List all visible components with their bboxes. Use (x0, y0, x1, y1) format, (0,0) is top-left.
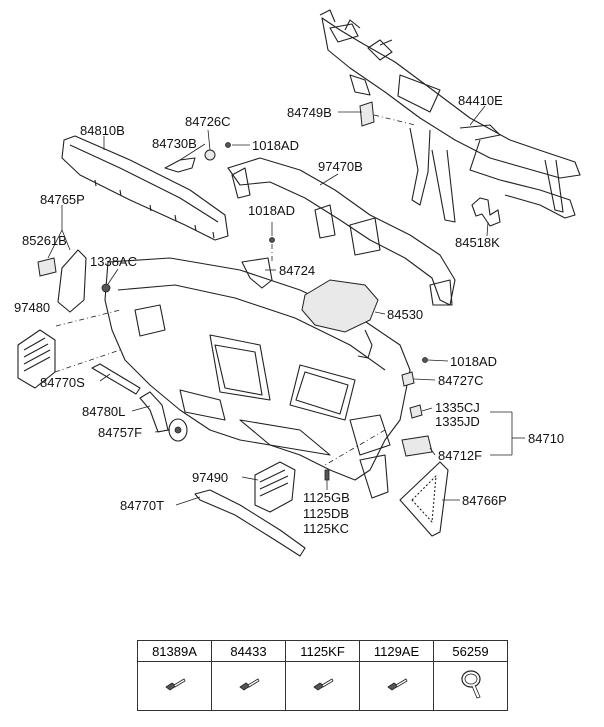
bracket-84518k-part (471, 197, 501, 227)
clip-84726c-part (204, 149, 216, 161)
clip-84730b-part (164, 157, 196, 173)
bracket-84724-part (241, 257, 273, 289)
callout-84726c: 84726C (185, 114, 231, 129)
cowl-crossbar-part (319, 9, 581, 223)
leader-lines (47, 105, 525, 506)
callout-84710: 84710 (528, 431, 564, 446)
legend-icon-cell (433, 661, 508, 711)
callout-84780l: 84780L (82, 404, 125, 419)
callout-97470b: 97470B (318, 159, 363, 174)
screw-1018ad-lower (422, 357, 428, 363)
callout-1125db: 1125DB (303, 506, 349, 521)
cover-84712f-part (401, 435, 433, 457)
callout-84730b: 84730B (152, 136, 197, 151)
callout-84712f: 84712F (438, 448, 482, 463)
legend-icon-cell (137, 661, 212, 711)
callout-84410e: 84410E (458, 93, 503, 108)
airbag-84530-part (301, 279, 379, 359)
callout-84518k: 84518K (455, 235, 500, 250)
legend-code-cell: 84433 (211, 640, 286, 662)
bolt-flange-icon (238, 677, 260, 690)
legend-code-cell: 1129AE (359, 640, 434, 662)
callout-84727c: 84727C (438, 373, 484, 388)
callout-1125kc: 1125KC (303, 521, 349, 536)
plate-85261b-part (37, 257, 57, 277)
clip-1335cj-part (409, 404, 423, 419)
callout-84810b: 84810B (80, 123, 125, 138)
callout-85261b: 85261B (22, 233, 67, 248)
callout-84757f: 84757F (98, 425, 142, 440)
callout-1125gb: 1125GB (303, 490, 350, 505)
callout-1018ad-middle: 1018AD (248, 203, 295, 218)
callout-84770s: 84770S (40, 375, 85, 390)
legend-code-cell: 81389A (137, 640, 212, 662)
callout-84765p: 84765P (40, 192, 85, 207)
fastener-legend-table: 81389A 84433 1125KF 1129AE 56259 (137, 640, 508, 711)
garnish-84770t-part (194, 489, 306, 557)
callout-1018ad-lower: 1018AD (450, 354, 497, 369)
legend-icon-cell (211, 661, 286, 711)
callout-1018ad-upper: 1018AD (252, 138, 299, 153)
callout-84766p: 84766P (462, 493, 507, 508)
legend-code-cell: 56259 (433, 640, 508, 662)
center-vent-97490-part (254, 461, 296, 513)
legend-icon-cell (285, 661, 360, 711)
panel-84780l-part (139, 391, 169, 433)
callout-1335jd: 1335JD (435, 414, 480, 429)
callout-84749b: 84749B (287, 105, 332, 120)
callout-84770t: 84770T (120, 498, 164, 513)
crash-pad-upper-part (61, 135, 229, 241)
legend-icon-row (137, 661, 508, 711)
nut-1338ac-part (101, 283, 111, 293)
callout-1338ac: 1338AC (90, 254, 137, 269)
legend-icon-cell (359, 661, 434, 711)
legend-header-row: 81389A 84433 1125KF 1129AE 56259 (137, 640, 508, 662)
side-cover-84766p-part (399, 461, 449, 537)
callout-97490: 97490 (192, 470, 228, 485)
legend-code-cell: 1125KF (285, 640, 360, 662)
callout-1335cj: 1335CJ (435, 400, 480, 415)
callout-84724: 84724 (279, 263, 315, 278)
screw-1018ad-upper (225, 142, 231, 148)
bolt-flange-icon (312, 677, 334, 690)
bolt-flange-icon (386, 677, 408, 690)
screw-1125gb-part (324, 469, 330, 481)
screw-1018ad-middle (269, 237, 275, 243)
cable-tie-icon (460, 669, 481, 698)
callout-84530: 84530 (387, 307, 423, 322)
switch-84757f-part (168, 418, 188, 442)
callout-labels: 84410E 84749B 84810B 84726C 84730B 1018A… (14, 93, 564, 536)
heater-duct-part (227, 157, 456, 306)
bracket-84749b-part (359, 101, 375, 127)
bolt-flange-icon (164, 677, 186, 690)
garnish-84770s-part (91, 363, 141, 395)
clip-84727c-part (401, 371, 415, 387)
side-cover-84765p-part (57, 249, 87, 313)
callout-97480: 97480 (14, 300, 50, 315)
